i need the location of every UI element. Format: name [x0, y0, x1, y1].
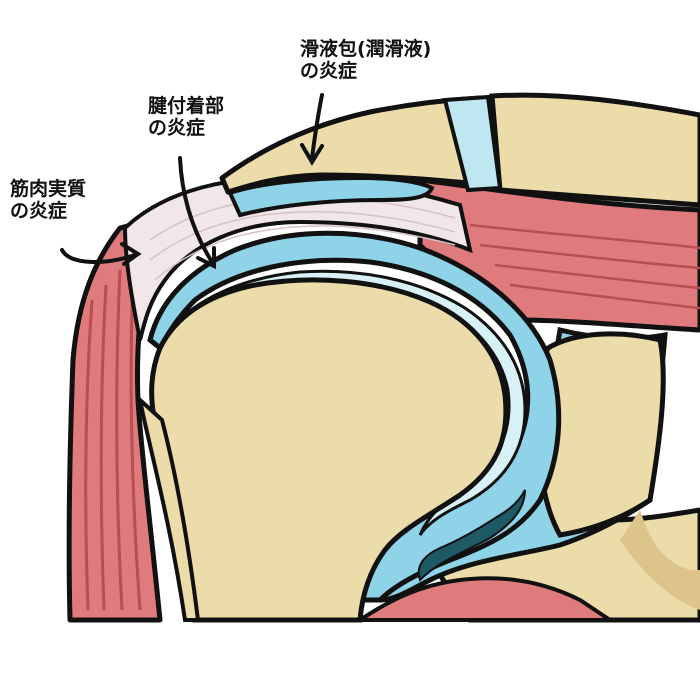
humerus-shaft [136, 394, 201, 622]
label-insertion-line1: 腱付着部 [148, 95, 225, 117]
label-bursa-line1: 滑液包(潤滑液) [300, 38, 432, 60]
label-insertion-line2: の炎症 [148, 117, 206, 139]
arrow-bursa [300, 93, 324, 166]
subacromial-bursa [227, 175, 435, 218]
ac-joint-cartilage [442, 94, 503, 193]
inferior-capsule-muscle [353, 576, 617, 622]
label-muscle-inflammation: 筋肉実質 の炎症 [10, 178, 86, 222]
label-muscle-line1: 筋肉実質 [10, 178, 87, 200]
label-muscle-line2: の炎症 [10, 200, 68, 222]
glenoid-labrum [417, 489, 526, 582]
label-bursa-line2: の炎症 [300, 60, 358, 82]
scapula-shade [620, 510, 700, 610]
label-tendon-insertion-inflammation: 腱付着部 の炎症 [148, 95, 224, 139]
label-bursa-inflammation: 滑液包(潤滑液) の炎症 [300, 38, 431, 82]
arrow-insertion [178, 156, 216, 270]
arrow-muscle [60, 242, 142, 266]
clavicle-bone [489, 92, 700, 208]
supraspinatus-fiber-lines [469, 223, 700, 310]
